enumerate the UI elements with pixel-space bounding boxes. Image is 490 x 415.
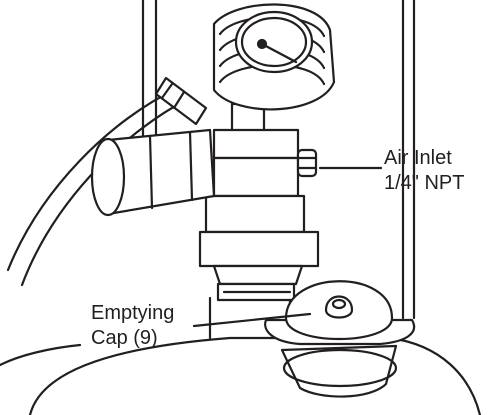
tank-body [0, 296, 482, 415]
pressure-gauge [212, 3, 336, 111]
emptying-cap [264, 280, 416, 398]
leader-lines [192, 166, 383, 328]
air-inlet-label: Air Inlet 1/4" NPT [384, 146, 464, 196]
emptying-cap-label-line2: Cap (9) [91, 327, 158, 349]
hose [6, 76, 208, 287]
valve-stem [198, 102, 320, 302]
air-inlet-fitting [296, 148, 318, 178]
emptying-cap-label: Emptying Cap (9) [91, 301, 174, 351]
side-knob [90, 128, 216, 217]
emptying-cap-label-line1: Emptying [91, 302, 175, 324]
air-inlet-label-line2: 1/4" NPT [384, 172, 465, 194]
frame-rods [141, 0, 416, 320]
emptying-cap-leader-line [192, 312, 312, 328]
air-inlet-label-line1: Air Inlet [384, 147, 452, 169]
